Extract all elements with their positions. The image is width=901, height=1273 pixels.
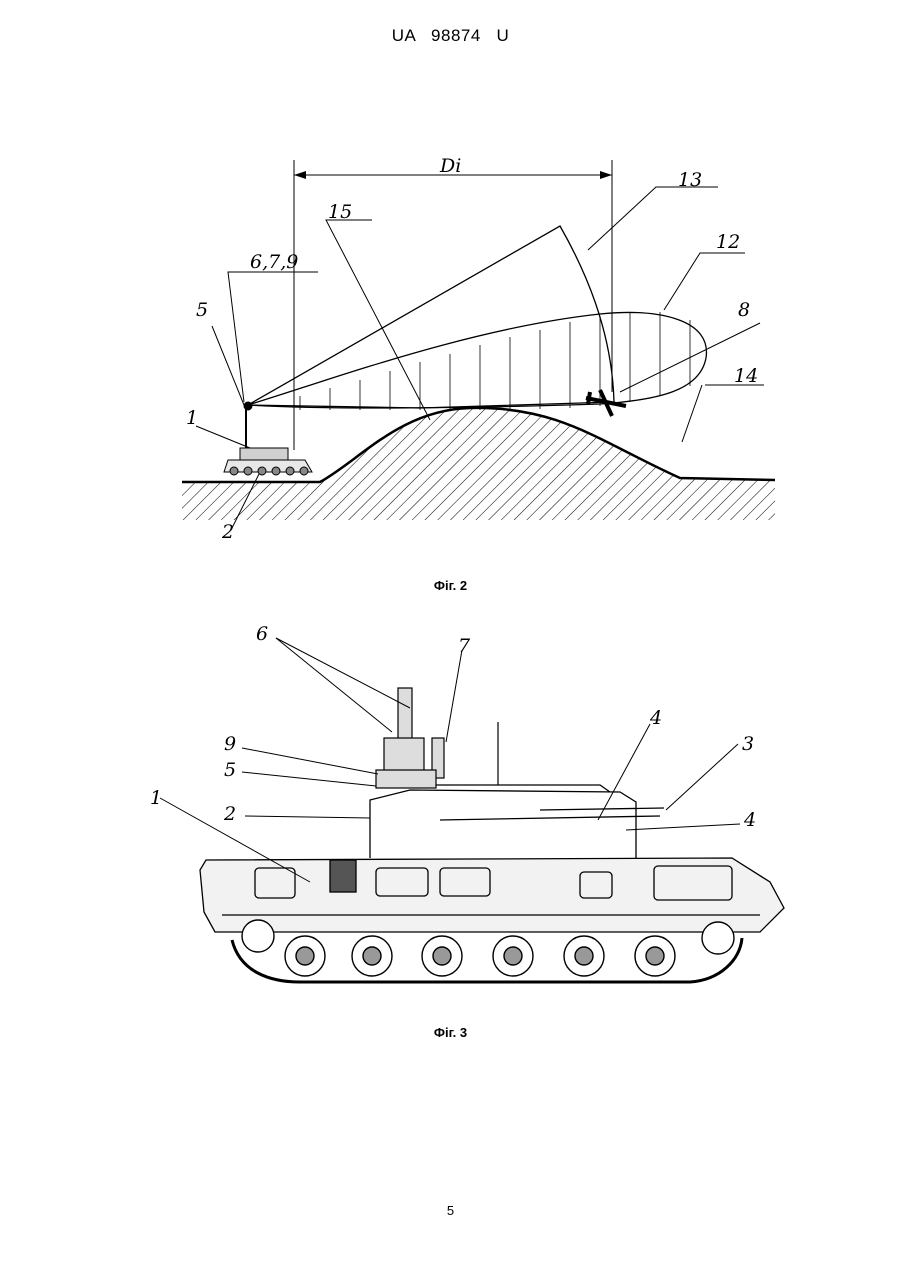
figure-2-drawing: Di 13 15 12 6,7,9 8 5 14 1 2	[0, 130, 901, 530]
label-6-7-9: 6,7,9	[250, 251, 298, 273]
label-12: 12	[716, 231, 740, 253]
label-4-top: 4	[649, 707, 662, 729]
label-4-bottom: 4	[743, 809, 756, 831]
label-1: 1	[150, 787, 162, 809]
label-13: 13	[678, 169, 702, 191]
page-number: 5	[0, 1203, 901, 1218]
label-1: 1	[186, 407, 198, 429]
label-7: 7	[458, 635, 471, 657]
figure-2-caption: Фіг. 2	[0, 578, 901, 593]
label-15: 15	[328, 201, 352, 223]
label-2: 2	[223, 803, 236, 825]
label-14: 14	[734, 365, 758, 387]
label-6: 6	[256, 623, 268, 645]
label-8: 8	[738, 299, 750, 321]
label-5: 5	[196, 299, 208, 321]
vehicle-hull	[200, 785, 784, 932]
figure-3-caption: Фіг. 3	[0, 1025, 901, 1040]
label-9: 9	[224, 733, 236, 755]
figure-3-drawing: 6 7 4 3 9 5 1 2 4	[0, 620, 901, 1000]
label-5: 5	[224, 759, 236, 781]
label-3: 3	[742, 733, 754, 755]
label-2: 2	[221, 521, 234, 543]
coverage-zone-13	[248, 226, 614, 408]
radar-antenna-assembly	[376, 688, 498, 788]
label-distance: Di	[439, 155, 461, 177]
radar-lobe-12	[248, 313, 706, 408]
vehicle-small-1	[224, 402, 312, 475]
patent-number-header: UA 98874 U	[0, 26, 901, 46]
